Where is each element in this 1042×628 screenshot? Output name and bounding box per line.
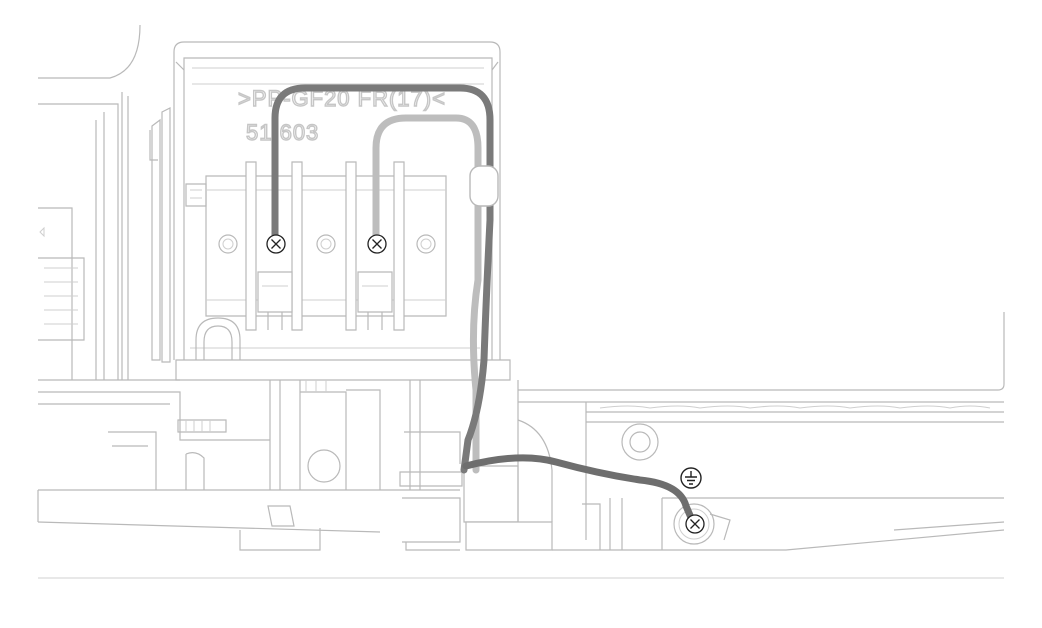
upper-left-panel-outline bbox=[38, 24, 141, 79]
terminal-screw-icon bbox=[367, 234, 387, 254]
housing-marking-line2: 51 603 bbox=[246, 120, 319, 145]
terminal-screw-plain-2 bbox=[316, 234, 336, 254]
wire-light-gray bbox=[372, 114, 482, 474]
terminal-housing bbox=[173, 41, 511, 381]
wires bbox=[271, 84, 696, 524]
terminal-block bbox=[205, 161, 447, 331]
terminal-screw-plain-3 bbox=[416, 234, 436, 254]
cable-sleeve bbox=[469, 165, 499, 207]
left-device-stack bbox=[38, 92, 180, 381]
terminal-screw-plain-1 bbox=[218, 234, 238, 254]
lower-chassis bbox=[37, 380, 463, 551]
wire-earth bbox=[462, 454, 696, 524]
right-rail bbox=[518, 312, 1005, 551]
central-bracket bbox=[463, 380, 553, 551]
terminal-screw-icon bbox=[266, 234, 286, 254]
wire-dark-gray bbox=[271, 84, 494, 474]
ground-screw-washer bbox=[673, 503, 715, 545]
terminal-screw-icon bbox=[685, 514, 705, 534]
left-side-fins bbox=[149, 107, 171, 363]
protective-earth-icon bbox=[680, 467, 702, 489]
